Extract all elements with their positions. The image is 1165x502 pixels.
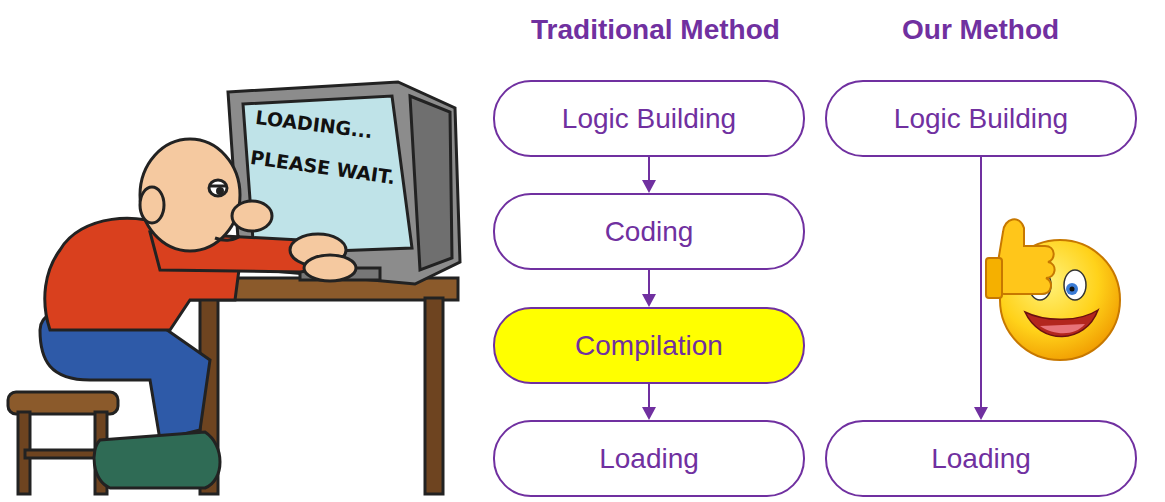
process-box: Loading: [825, 420, 1137, 497]
man-figure: [40, 139, 356, 488]
process-box: Logic Building: [493, 80, 805, 157]
flow-arrow: [642, 270, 656, 307]
step-label: Loading: [599, 443, 699, 475]
highlighted-step-box: Compilation: [493, 307, 805, 384]
screen-text: LOADING...: [254, 106, 374, 142]
flow-arrow: [642, 384, 656, 420]
step-label: Coding: [605, 216, 694, 248]
column-heading: Traditional Method: [531, 14, 780, 46]
flow-arrow: [642, 157, 656, 193]
thumbs-up-smiley: [986, 219, 1120, 360]
column-heading: Our Method: [902, 14, 1059, 46]
process-box: Logic Building: [825, 80, 1137, 157]
step-label: Compilation: [575, 330, 723, 362]
flow-arrow: [974, 157, 988, 420]
table: [190, 278, 458, 494]
step-label: Loading: [931, 443, 1031, 475]
step-label: Logic Building: [562, 103, 736, 135]
screen-text: PLEASE WAIT.: [249, 146, 397, 188]
process-box: Coding: [493, 193, 805, 270]
step-label: Logic Building: [894, 103, 1068, 135]
process-box: Loading: [493, 420, 805, 497]
